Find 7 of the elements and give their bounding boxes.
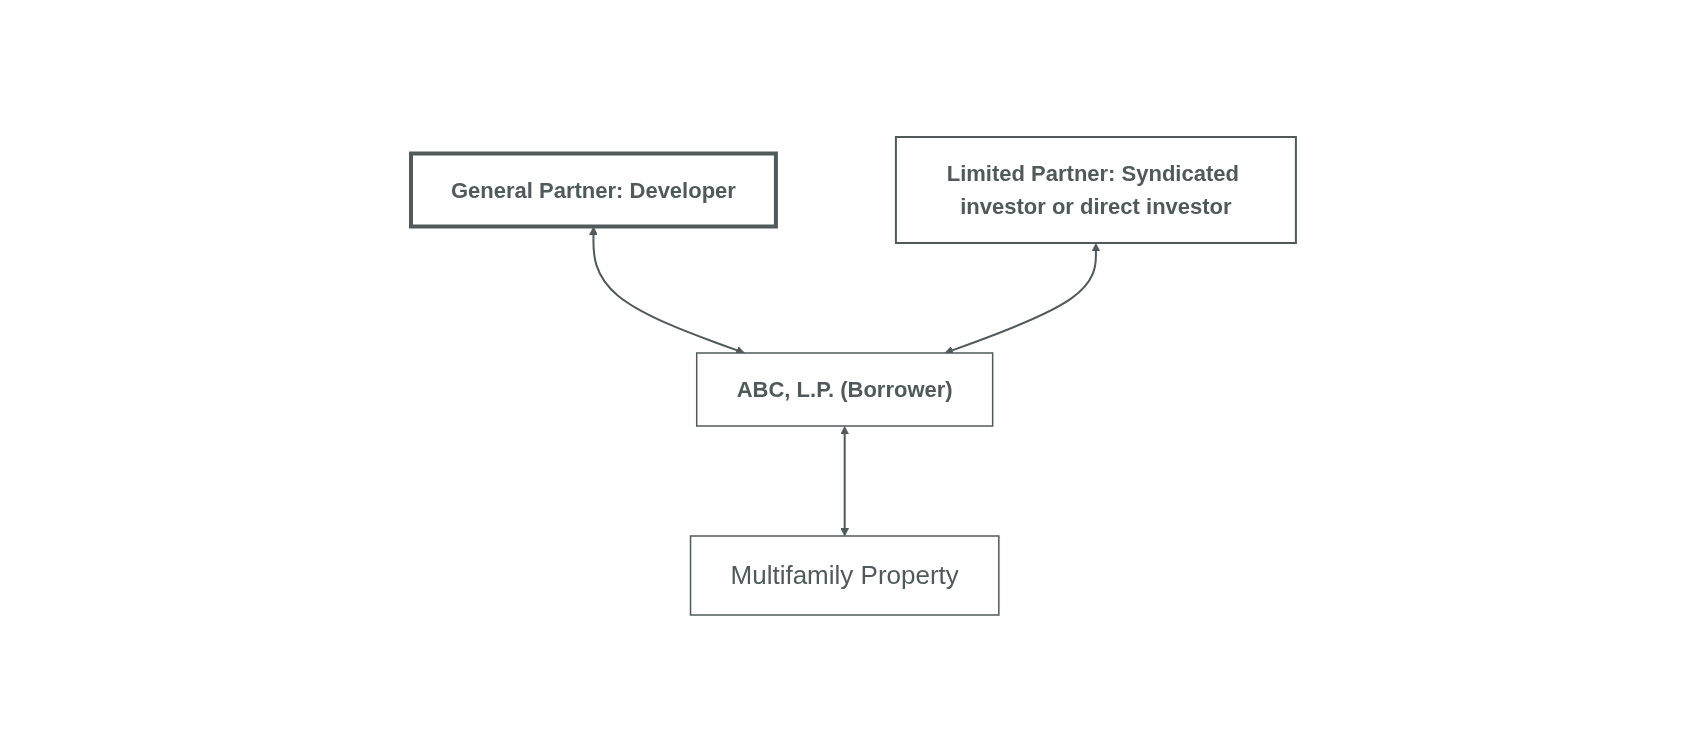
arrow xyxy=(944,242,1100,354)
arrow xyxy=(588,226,745,354)
node-box: Multifamily Property xyxy=(689,534,1000,616)
arrow xyxy=(839,425,849,536)
node-box: Limited Partner: Syndicated investor or direct investor xyxy=(894,135,1297,244)
node-box: ABC, L.P. (Borrower) xyxy=(695,351,993,427)
node-box: General Partner: Developer xyxy=(408,151,778,228)
